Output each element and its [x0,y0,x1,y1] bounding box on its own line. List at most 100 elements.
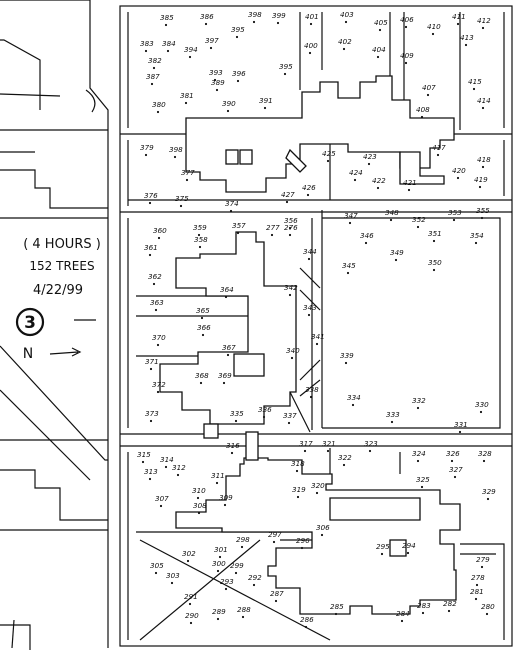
tree-marker [204,22,208,26]
map-notes: ( 4 HOURS ) 152 TREES 4/22/99 3 N [15,237,101,362]
tree-label: 296 [296,536,310,545]
tree-label: 327 [449,465,463,474]
sheet-number-circle [15,307,45,337]
tree-label: 370 [152,333,166,342]
tree-marker [176,473,180,477]
tree-label: 290 [185,611,199,620]
tree-marker [480,565,484,569]
tree-marker [252,583,256,587]
tree-marker [474,597,478,601]
tree-marker [380,552,384,556]
tree-marker [166,49,170,53]
tree-marker [479,410,483,414]
tree-label: 282 [443,599,457,608]
tree-label: 373 [145,409,159,418]
tree-marker [307,257,311,261]
tree-label: 292 [248,573,262,582]
date-note: 4/22/99 [33,283,83,298]
tree-marker [481,106,485,110]
tree-label: 391 [259,96,273,105]
tree-marker [450,459,454,463]
tree-marker [453,475,457,479]
tree-label: 398 [169,145,183,154]
tree-label: 286 [300,615,314,624]
tree-label: 276 [284,223,298,232]
tree-marker [157,236,161,240]
tree-marker [420,485,424,489]
tree-label: 393 [209,68,223,77]
tree-marker [406,551,410,555]
tree-label: 356 [284,216,298,225]
tree-marker [456,22,460,26]
left-streets [0,0,109,650]
tree-marker [164,23,168,27]
tree-marker [274,599,278,603]
building-middle [159,231,297,425]
tree-label: 376 [144,191,158,200]
tree-marker [351,403,355,407]
tree-label: 322 [338,453,352,462]
tree-marker [482,459,486,463]
tree-marker [173,155,177,159]
tree-marker [188,602,192,606]
tree-label: 314 [160,455,174,464]
tree-marker [315,491,319,495]
tree-label: 381 [180,91,194,100]
tree-label: 413 [460,33,474,42]
tree-marker [240,545,244,549]
tree-label: 281 [470,587,484,596]
tree-marker [185,178,189,182]
tree-label: 383 [140,39,154,48]
tree-marker [200,316,204,320]
tree-marker [164,465,168,469]
tree-marker [144,49,148,53]
tree-label: 306 [316,523,330,532]
tree-marker [326,159,330,163]
tree-marker [216,617,220,621]
tree-marker [290,356,294,360]
tree-marker [376,186,380,190]
tree-label: 362 [148,272,162,281]
tree-label: 341 [311,332,325,341]
tree-marker [226,109,230,113]
tree-label: 357 [232,221,246,230]
tree-marker [216,569,220,573]
tree-label: 394 [184,45,198,54]
tree-label: 385 [160,13,174,22]
tree-marker [296,495,300,499]
tree-marker [272,540,276,544]
tree-label: 301 [214,545,228,554]
tree-label: 363 [150,298,164,307]
tree-label: 294 [402,541,416,550]
tree-label: 280 [481,602,495,611]
tree-marker [481,165,485,169]
tree-marker [416,406,420,410]
sheet-number: 3 [24,313,36,333]
tree-label: 409 [400,51,414,60]
tree-label: 374 [225,199,239,208]
tree-label: 410 [427,22,441,31]
tree-marker [156,390,160,394]
tree-label: 405 [374,18,388,27]
tree-label: 332 [412,396,426,405]
tree-label: 288 [237,605,251,614]
tree-marker [263,106,267,110]
tree-label: 317 [299,439,313,448]
tree-marker [364,241,368,245]
tree-marker [149,419,153,423]
tree-label: 417 [432,143,446,152]
tree-marker [215,481,219,485]
duration-note: ( 4 HOURS ) [23,237,101,252]
tree-marker [353,178,357,182]
tree-marker [389,218,393,222]
tree-marker [474,241,478,245]
tree-label: 401 [305,12,319,21]
tree-marker [262,415,266,419]
tree-marker [148,253,152,257]
tree-marker [404,61,408,65]
tree-marker [148,477,152,481]
tree-label: 309 [219,493,233,502]
tree-label: 277 [266,223,280,232]
tree-label: 424 [349,168,363,177]
tree-marker [480,216,484,220]
